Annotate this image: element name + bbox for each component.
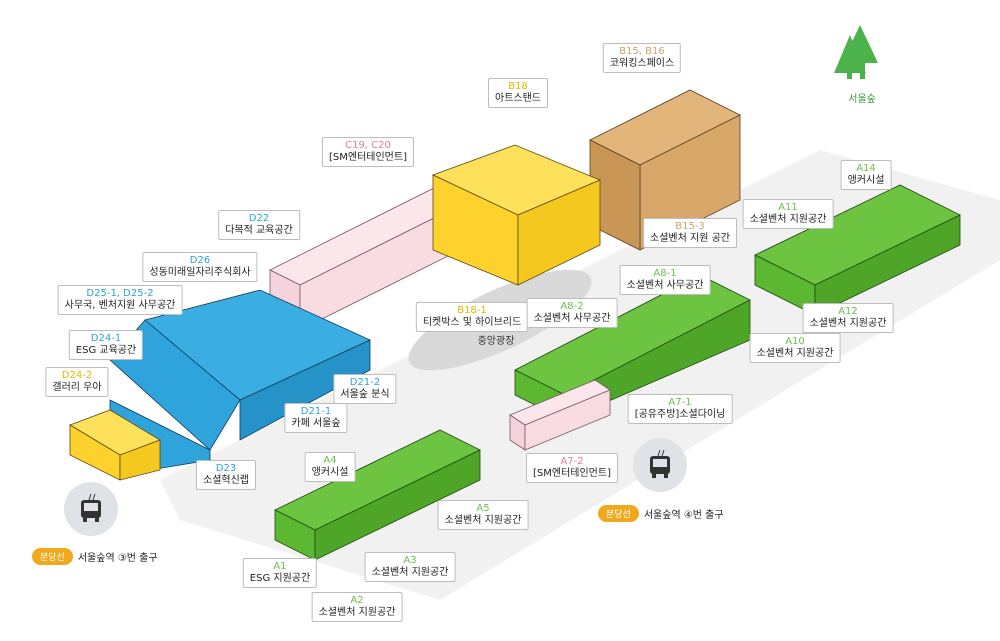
label-name: 성동미래일자리주식회사 [149,267,251,278]
exit-3[interactable]: 분당선 서울숲역 ③번 출구 [32,548,158,565]
label-name: 사무국, 벤처지원 사무공간 [64,300,176,311]
line-badge: 분당선 [598,505,639,522]
label-code: D21-2 [349,377,381,388]
label-name: 소셜벤처 지원공간 [749,214,827,225]
bus-icon [650,450,670,478]
label-code: D23 [215,463,237,474]
building-a1-a5[interactable] [274,429,481,561]
label-name: 티켓박스 및 하이브리드 [422,317,522,328]
label-name: 앵커시설 [847,175,885,186]
label-name: 코워킹스페이스 [609,58,675,69]
label-code: D22 [248,213,270,224]
label-name: 다목적 교육공간 [225,225,293,236]
label-code: D25-1, D25-2 [86,288,154,299]
label-code: B15-3 [675,221,705,232]
tree-icon [834,25,878,79]
label-name: 소셜벤처 사무공간 [533,313,611,324]
exit-text: 서울숲역 ④번 출구 [643,510,724,521]
label-code: A3 [403,555,417,566]
label-code: A5 [476,503,490,514]
label-name: 소셜벤처 지원공간 [318,607,396,618]
label-name: ESG 지원공간 [249,573,311,584]
label-name: 소셜벤처 지원공간 [444,515,522,526]
label-name: 카페 서울숲 [291,418,341,429]
label-code: A1 [273,561,287,572]
label-code: D24-1 [90,333,122,344]
label-code: A4 [323,455,337,466]
label-name: 소셜벤처 지원공간 [371,567,449,578]
label-name: [SM엔터테인먼트] [533,468,611,479]
label-code: A7-1 [668,397,692,408]
label-code: B18 [508,81,528,92]
label-name: ESG 교육공간 [75,345,137,356]
label-name: 서울숲 분식 [340,389,390,400]
label-code: A2 [350,595,364,606]
label-code: A14 [856,163,876,174]
label-name: 앵커시설 [311,467,349,478]
label-code: A8-2 [560,301,584,312]
label-name: 소셜벤처 지원공간 [809,318,887,329]
label-code: A11 [778,202,798,213]
label-code: A7-2 [560,456,584,467]
exit-text: 서울숲역 ③번 출구 [77,553,158,564]
plaza-label: 중앙광장 [477,336,515,347]
label-code: C19, C20 [345,140,391,151]
label-code: A8-1 [653,268,677,279]
label-name: 소셜혁신랩 [203,475,249,486]
line-badge: 분당선 [32,548,73,565]
label-name: 소셜벤처 지원공간 [756,348,834,359]
landmark-label: 서울숲 [848,94,876,105]
label-code: A10 [785,336,805,347]
exit-4[interactable]: 분당선 서울숲역 ④번 출구 [598,505,724,522]
label-a7-2[interactable]: A7-2[SM엔터테인먼트] [526,453,618,483]
label-name: 소셜벤처 사무공간 [626,280,704,291]
label-code: D21-1 [300,406,332,417]
label-code: D24-2 [61,370,93,381]
label-code: A12 [838,306,858,317]
label-name: 아트스탠드 [495,93,541,104]
label-code: B18-1 [457,305,487,316]
building-d24-2[interactable] [69,409,161,481]
bus-icon [81,494,101,522]
bus-stop-3[interactable] [64,482,118,536]
label-code: B15, B16 [619,46,665,57]
label-name: 소셜벤처 지원 공간 [650,233,730,244]
label-c19-c20[interactable]: C19, C20[SM엔터테인먼트] [322,137,414,167]
label-code: D26 [189,255,211,266]
label-name: 갤러리 우아 [52,382,102,393]
label-name: [SM엔터테인먼트] [329,152,407,163]
label-name: [공유주방]소셜다이닝 [634,409,726,420]
building-b18[interactable] [431,144,602,286]
bus-stop-4[interactable] [633,438,687,492]
building-a10-a14[interactable] [754,184,961,316]
building-b15-b16[interactable] [589,89,741,251]
building-a7-2[interactable] [509,379,611,451]
label-a7-1[interactable]: A7-1[공유주방]소셜다이닝 [627,394,733,424]
